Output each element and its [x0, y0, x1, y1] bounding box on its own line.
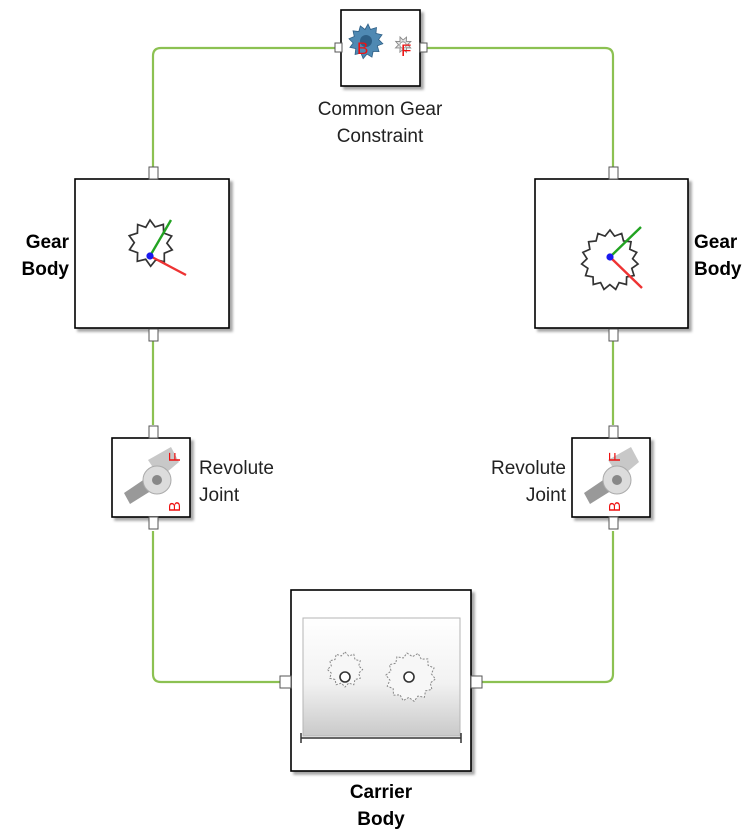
common-gear-constraint-label: Common Gear Constraint — [290, 96, 470, 150]
label-line: Gear — [694, 232, 738, 253]
base-port-letter: B — [607, 501, 624, 512]
port-icon[interactable] — [608, 425, 619, 439]
port-icon[interactable] — [148, 166, 159, 180]
revolute-joint-right-label: Revolute Joint — [450, 455, 566, 509]
port-icon[interactable] — [608, 516, 619, 530]
revolute-joint-right-block[interactable]: B F — [571, 425, 651, 530]
port-icon[interactable] — [279, 675, 292, 689]
port-icon[interactable] — [148, 328, 159, 342]
follower-port-letter: F — [607, 452, 624, 462]
label-line: Gear — [25, 232, 69, 253]
carrier-body-block[interactable] — [279, 589, 483, 772]
label-line: Revolute — [491, 458, 566, 479]
frame-x-axis-icon — [149, 254, 187, 277]
carrier-body-label: Carrier Body — [300, 779, 462, 833]
label-line: Revolute — [199, 458, 274, 479]
port-icon[interactable] — [148, 516, 159, 530]
label-line: Joint — [199, 485, 240, 506]
gear-icon — [127, 218, 174, 268]
follower-port-letter: F — [401, 41, 411, 60]
base-gear-hub-icon — [360, 35, 372, 47]
label-line: Body — [21, 259, 70, 280]
revolute-joint-left-label: Revolute Joint — [199, 455, 309, 509]
frame-y-axis-icon — [148, 219, 173, 257]
label-line: Constraint — [336, 126, 424, 147]
joint-pin-icon — [612, 475, 622, 485]
gear-icon — [580, 228, 640, 291]
joint-pin-icon — [152, 475, 162, 485]
large-gear-axle-icon — [403, 671, 415, 683]
connection-constraint-to-right-gear[interactable] — [426, 46, 615, 167]
port-icon[interactable] — [148, 425, 159, 439]
revolute-joint-left-block[interactable]: B F — [111, 425, 191, 530]
small-gear-axle-icon — [339, 671, 351, 683]
port-icon[interactable] — [419, 42, 428, 53]
connection-constraint-to-left-gear[interactable] — [151, 46, 341, 167]
label-line: Body — [694, 259, 742, 280]
gear-body-left-label: Gear Body — [0, 229, 70, 283]
port-icon[interactable] — [470, 675, 483, 689]
frame-origin-icon — [146, 252, 154, 260]
port-icon[interactable] — [334, 42, 343, 53]
frame-x-axis-icon — [609, 256, 643, 289]
follower-gear-hub-icon — [399, 41, 407, 49]
base-port-letter: B — [357, 39, 368, 58]
label-line: Joint — [525, 485, 566, 506]
port-icon[interactable] — [608, 328, 619, 342]
connection-lines — [151, 46, 615, 684]
port-icon[interactable] — [608, 166, 619, 180]
connection-left-joint-to-carrier[interactable] — [151, 531, 280, 684]
connection-right-joint-to-carrier[interactable] — [482, 531, 615, 684]
carrier-plate-icon — [302, 617, 461, 737]
gear-body-right-label: Gear Body — [694, 229, 754, 283]
frame-origin-icon — [606, 253, 614, 261]
gear-body-right-block[interactable] — [534, 166, 689, 342]
follower-port-letter: F — [167, 452, 184, 462]
gear-body-left-block[interactable] — [74, 166, 230, 342]
base-port-letter: B — [167, 501, 184, 512]
label-line: Carrier — [349, 782, 413, 803]
frame-y-axis-icon — [609, 226, 642, 258]
label-line: Body — [357, 809, 405, 830]
label-line: Common Gear — [317, 99, 443, 120]
common-gear-constraint-block[interactable]: B F — [334, 9, 428, 87]
small-carrier-gear-icon — [326, 651, 364, 688]
